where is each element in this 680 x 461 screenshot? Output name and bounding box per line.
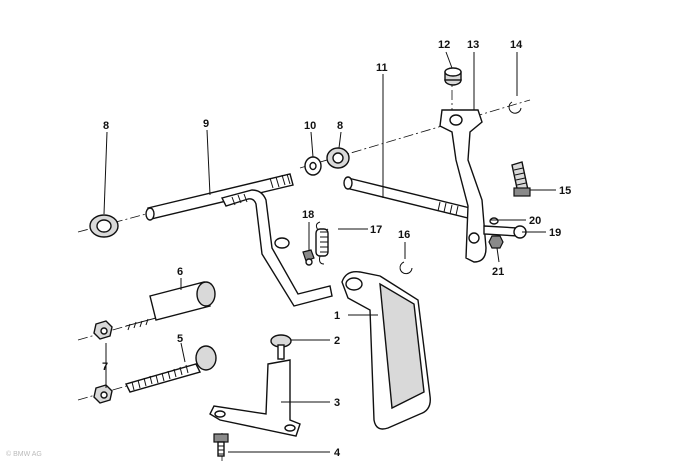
- callout-4: 4: [334, 447, 341, 459]
- callout-7: 7: [102, 361, 108, 373]
- callout-20: 20: [529, 215, 541, 227]
- callout-1: 1: [334, 310, 340, 322]
- stop-sleeve-part: [125, 281, 216, 331]
- callout-2: 2: [334, 335, 340, 347]
- link-nut-part: [488, 235, 504, 249]
- callout-17: 17: [370, 224, 382, 236]
- callout-14: 14: [510, 39, 523, 51]
- bracket-part: [209, 359, 301, 437]
- stop-screw-part: [511, 161, 531, 197]
- callout-10: 10: [304, 120, 316, 132]
- leader-lines: [103, 51, 556, 453]
- accelerator-pedal-part: [341, 271, 431, 430]
- callout-9: 9: [203, 118, 209, 130]
- callout-8-left: 8: [103, 120, 109, 132]
- circlip-top-part: [508, 101, 522, 114]
- bushing-right-part: [326, 147, 350, 169]
- spring-clip-part: [302, 249, 315, 266]
- mounting-bolt-part: [213, 433, 229, 457]
- callout-8-right: 8: [337, 120, 343, 132]
- callout-18: 18: [302, 209, 314, 221]
- pivot-bushing-part: [444, 67, 462, 86]
- callout-11: 11: [376, 62, 388, 74]
- callout-12: 12: [438, 39, 450, 51]
- tension-spring-part: [315, 221, 329, 265]
- circlip-mid-part: [399, 261, 413, 275]
- link-washer-part: [489, 217, 499, 225]
- callout-5: 5: [177, 333, 183, 345]
- shaft-part: [145, 173, 294, 221]
- bushing-left-part: [89, 214, 119, 238]
- connecting-rod-part: [343, 176, 471, 219]
- washer-part: [304, 156, 322, 176]
- callout-13: 13: [467, 39, 479, 51]
- callout-6: 6: [177, 266, 183, 278]
- stop-bolt-part: [124, 345, 217, 393]
- callout-21: 21: [492, 266, 504, 278]
- hex-nut-upper-part: [93, 320, 113, 340]
- hex-nut-lower-part: [93, 384, 113, 404]
- callout-3: 3: [334, 397, 340, 409]
- link-pin-part: [483, 225, 527, 239]
- watermark-text: © BMW AG: [6, 450, 42, 458]
- bell-crank-part: [439, 109, 487, 263]
- callout-15: 15: [559, 185, 571, 197]
- callout-labels: 1 2 3 4 5 6 7 8 8 9 10 11 12 13 14 15 16…: [102, 39, 571, 459]
- callout-16: 16: [398, 229, 410, 241]
- adjusting-screw-part: [270, 334, 292, 360]
- pedal-lever-arm-part: [220, 189, 333, 307]
- callout-19: 19: [549, 227, 561, 239]
